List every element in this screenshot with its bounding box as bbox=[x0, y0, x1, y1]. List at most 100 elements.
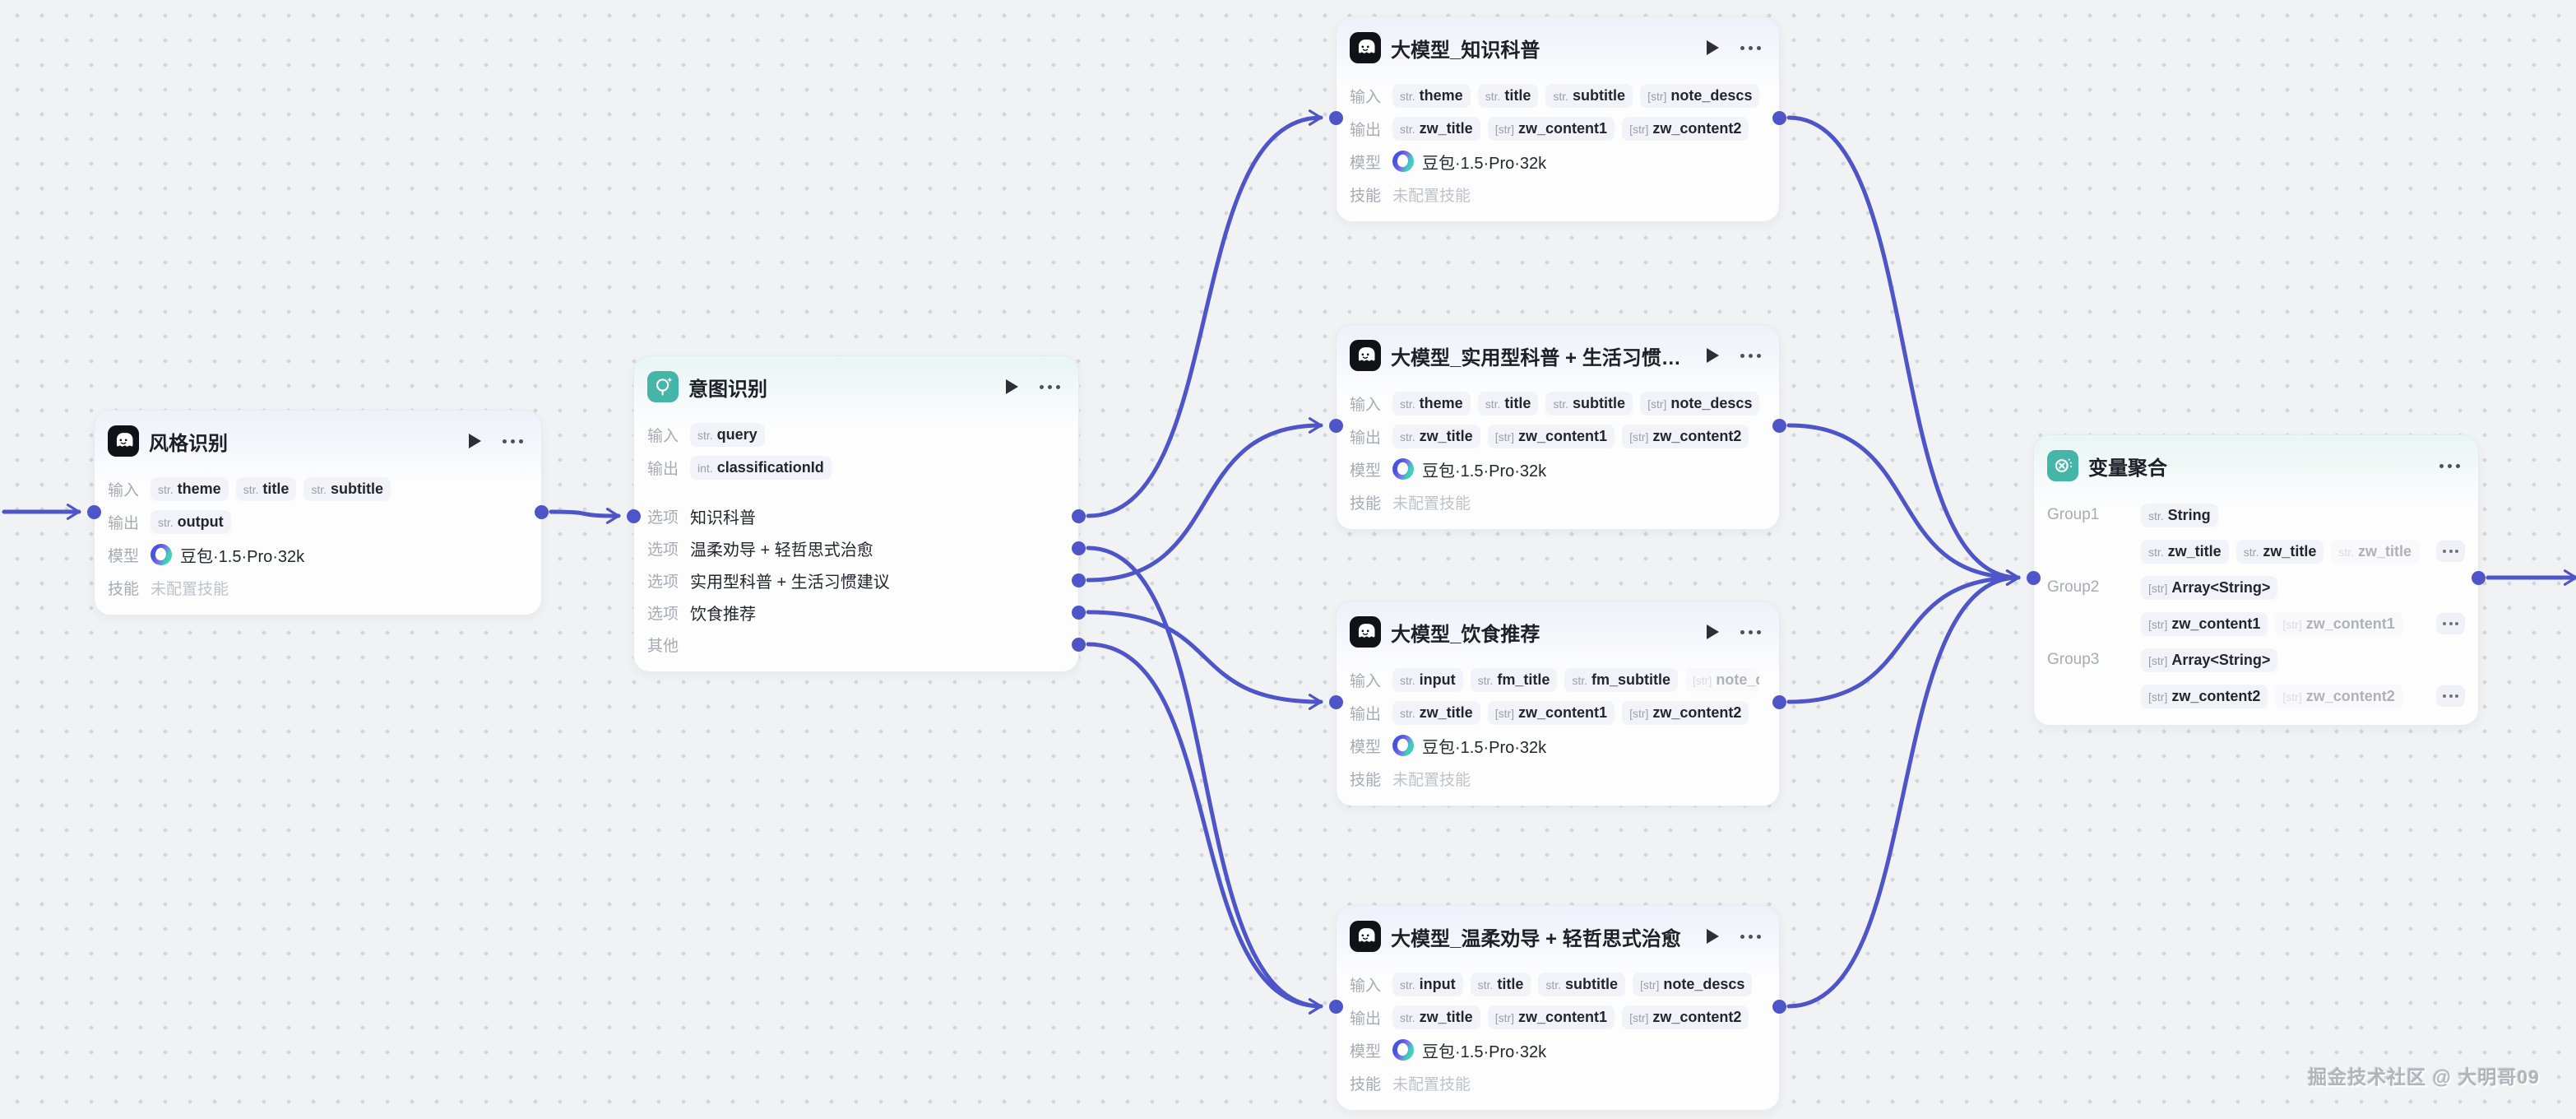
option-row: 选项实用型科普 + 生活习惯建议 bbox=[647, 564, 1065, 597]
port-intent-opt0[interactable] bbox=[1072, 509, 1086, 523]
option-value: 实用型科普 + 生活习惯建议 bbox=[690, 573, 890, 592]
param-type: str. bbox=[2148, 508, 2164, 522]
port-intent-opt1[interactable] bbox=[1072, 541, 1086, 555]
param-name: zw_content2 bbox=[1652, 703, 1742, 721]
param-chip: str.subtitle bbox=[1545, 83, 1633, 108]
node-header: 大模型_知识科普 bbox=[1350, 32, 1766, 63]
more-button[interactable] bbox=[1040, 384, 1060, 389]
param-chip: [str]zw_content2 bbox=[1622, 1005, 1749, 1029]
edge-llm_d.out-agg.in bbox=[1786, 569, 2021, 1009]
node-row: 技能未配置技能 bbox=[108, 571, 528, 604]
row-label: 输出 bbox=[108, 514, 140, 532]
port-intent-in[interactable] bbox=[627, 509, 641, 523]
param-chip: [str]zw_content1 bbox=[1487, 700, 1615, 725]
play-button[interactable] bbox=[1707, 929, 1719, 944]
option-label: 选项 bbox=[647, 606, 679, 623]
param-type: str. bbox=[2148, 545, 2164, 559]
node-row: 模型豆包·1.5·Pro·32k bbox=[108, 538, 528, 571]
param-name: zw_title bbox=[1419, 427, 1473, 444]
param-chip: str.zw_title bbox=[2235, 539, 2324, 564]
param-name: classificationId bbox=[716, 458, 824, 476]
row-label: 技能 bbox=[1350, 187, 1382, 205]
port-style-out[interactable] bbox=[535, 505, 549, 519]
param-name: fm_title bbox=[1497, 671, 1550, 688]
row-more-button[interactable] bbox=[2436, 685, 2465, 707]
port-llm_c-out[interactable] bbox=[1772, 695, 1786, 709]
param-name: subtitle bbox=[1565, 975, 1619, 992]
param-name: zw_content2 bbox=[2171, 687, 2261, 704]
row-label: 输入 bbox=[1350, 88, 1382, 106]
param-type: [str] bbox=[2148, 581, 2168, 595]
more-button[interactable] bbox=[1740, 353, 1761, 358]
port-intent-opt2[interactable] bbox=[1072, 573, 1086, 587]
more-button[interactable] bbox=[1740, 934, 1761, 939]
play-button[interactable] bbox=[1006, 379, 1018, 394]
row-label: 输入 bbox=[1350, 672, 1382, 690]
port-llm_a-out[interactable] bbox=[1772, 111, 1786, 125]
row-label: Group2 bbox=[2047, 578, 2100, 596]
port-llm_a-in[interactable] bbox=[1329, 111, 1343, 125]
port-llm_b-out[interactable] bbox=[1772, 419, 1786, 433]
row-label: 输出 bbox=[1350, 429, 1382, 447]
param-chip: [str]zw_content2 bbox=[1622, 116, 1749, 141]
row-more-button[interactable] bbox=[2436, 541, 2465, 562]
node-row: 模型豆包·1.5·Pro·32k bbox=[1350, 145, 1766, 178]
port-agg-out[interactable] bbox=[2472, 571, 2486, 585]
play-button[interactable] bbox=[469, 434, 481, 448]
row-label: 输出 bbox=[647, 460, 679, 478]
port-llm_d-in[interactable] bbox=[1329, 1000, 1343, 1014]
port-llm_b-in[interactable] bbox=[1329, 419, 1343, 433]
more-button[interactable] bbox=[503, 439, 523, 443]
param-name: query bbox=[716, 425, 758, 443]
option-row: 选项饮食推荐 bbox=[647, 597, 1065, 629]
param-chip: str.title bbox=[1477, 83, 1539, 108]
edge-intent.opt1-llm_d.in bbox=[1086, 546, 1323, 1015]
more-button[interactable] bbox=[2439, 463, 2460, 468]
param-chips: [str]zw_content1[str]zw_content1 bbox=[2141, 611, 2465, 636]
option-row: 其他 bbox=[647, 629, 1065, 661]
node-row: [str]zw_content2[str]zw_content2 bbox=[2047, 678, 2465, 714]
play-button[interactable] bbox=[1707, 348, 1719, 363]
row-more-button[interactable] bbox=[2436, 613, 2465, 634]
param-type: str. bbox=[1400, 673, 1415, 687]
param-name: zw_content1 bbox=[2305, 615, 2395, 632]
port-intent-opt3[interactable] bbox=[1072, 606, 1086, 620]
port-llm_d-out[interactable] bbox=[1772, 1000, 1786, 1014]
port-intent-opt4[interactable] bbox=[1072, 638, 1086, 652]
port-style-in[interactable] bbox=[87, 505, 101, 519]
play-button[interactable] bbox=[1707, 625, 1719, 639]
play-button[interactable] bbox=[1707, 40, 1719, 55]
port-agg-in[interactable] bbox=[2027, 571, 2041, 585]
bot-ghost-icon bbox=[108, 425, 139, 457]
node-row: 技能未配置技能 bbox=[1350, 1066, 1766, 1099]
param-chip: [str]zw_content1 bbox=[2275, 611, 2402, 636]
param-chip: str.zw_title bbox=[2141, 539, 2229, 564]
param-chip: str.subtitle bbox=[1545, 391, 1633, 416]
param-chips: int.classificationId bbox=[690, 455, 1065, 480]
param-chip: str.String bbox=[2141, 503, 2218, 527]
param-name: title bbox=[1504, 86, 1531, 104]
more-button[interactable] bbox=[1740, 45, 1761, 50]
param-name: theme bbox=[1419, 86, 1463, 104]
port-llm_c-in[interactable] bbox=[1329, 695, 1343, 709]
param-name: zw_content2 bbox=[1652, 427, 1742, 444]
param-type: str. bbox=[158, 515, 174, 529]
row-label: Group1 bbox=[2047, 506, 2100, 523]
param-type: str. bbox=[1485, 89, 1501, 103]
more-button[interactable] bbox=[1740, 629, 1761, 634]
param-type: [str] bbox=[1494, 429, 1515, 443]
